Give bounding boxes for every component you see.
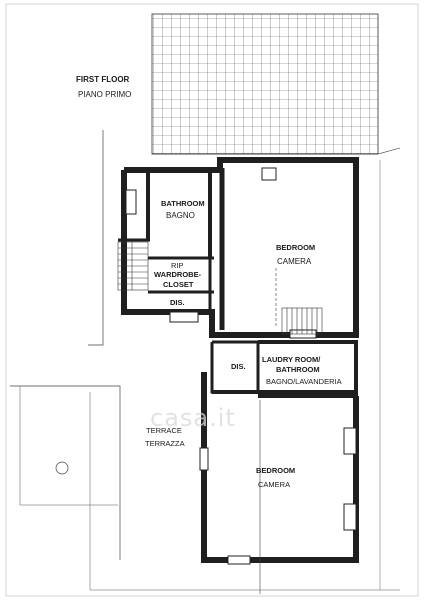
laundry-label-it: BAGNO/LAVANDERIA: [266, 377, 342, 386]
bathroom-label-it: BAGNO: [166, 211, 195, 220]
casa-watermark: casa.it: [150, 404, 236, 432]
bedroom-stair: [281, 307, 323, 335]
laundry-label-1: LAUDRY ROOM/: [262, 355, 321, 364]
bathroom-label-en: BATHROOM: [161, 199, 205, 208]
upper-walls: [118, 157, 359, 338]
lower-walls: [201, 340, 359, 563]
rip-label: RIP: [171, 261, 184, 270]
upper-stair: [117, 241, 149, 291]
roof-edge: [152, 147, 401, 155]
context-line-terrace-top: [10, 385, 121, 560]
roof-tiles: [151, 13, 379, 155]
laundry-label-2: BATHROOM: [276, 365, 320, 374]
bedroom-upper-label-it: CAMERA: [277, 257, 312, 266]
sheet-frame: [5, 3, 419, 597]
bedroom-lower-label-it: CAMERA: [258, 480, 291, 489]
dis-upper-label: DIS.: [170, 298, 185, 307]
lower-windows: [199, 427, 357, 565]
floor-title-en: FIRST FLOOR: [76, 75, 130, 84]
floor-title-it: PIANO PRIMO: [78, 90, 132, 99]
bedroom-upper-label-en: BEDROOM: [276, 243, 316, 252]
context-line-bottom: [89, 392, 400, 591]
wardrobe-label-2: CLOSET: [163, 280, 194, 289]
context-line-terrace-inner: [19, 386, 118, 506]
bedroom-lower-label-en: BEDROOM: [256, 466, 296, 475]
context-line-left: [88, 130, 104, 346]
wardrobe-label-1: WARDROBE-: [154, 270, 202, 279]
dis-lower-label: DIS.: [231, 362, 246, 371]
terrace-drain: [55, 461, 69, 475]
terrace-label-en: TERRACE: [146, 426, 182, 435]
terrace-label-it: TERRAZZA: [145, 439, 185, 448]
